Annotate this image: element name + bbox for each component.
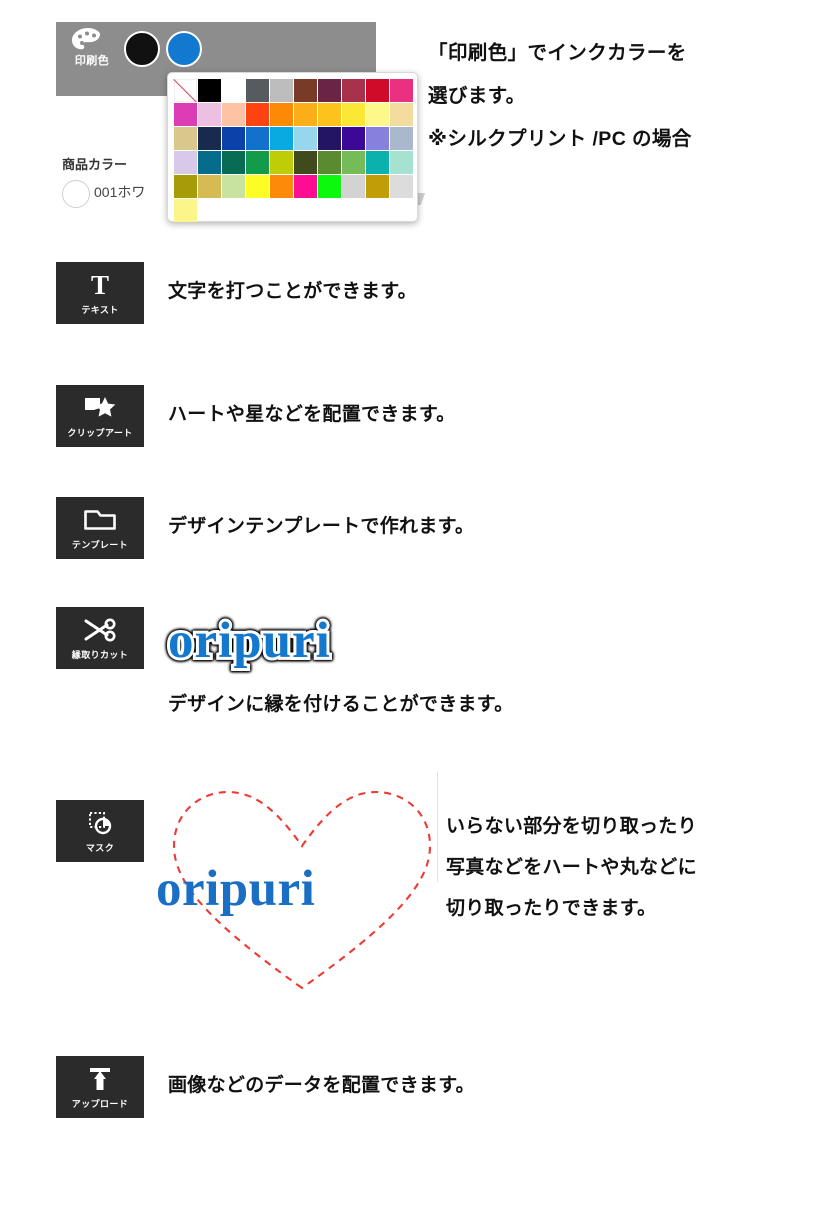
color-swatch-22[interactable] bbox=[221, 126, 245, 150]
intro-line-1: 「印刷色」でインクカラーを bbox=[428, 42, 687, 64]
mask-demo-illustration: oripuri bbox=[156, 772, 436, 1000]
template-tool-button[interactable]: テンプレート bbox=[56, 497, 144, 559]
outline-cut-tool-description: デザインに縁を付けることができます。 bbox=[168, 694, 514, 715]
clipart-tool-description: ハートや星などを配置できます。 bbox=[168, 404, 456, 425]
color-swatch-44[interactable] bbox=[269, 174, 293, 198]
text-t-icon: T bbox=[90, 269, 109, 300]
color-palette-popup[interactable] bbox=[167, 72, 426, 222]
color-swatch-25[interactable] bbox=[293, 126, 317, 150]
mask-description-line-3: 切り取ったりできます。 bbox=[446, 898, 657, 919]
color-swatch-28[interactable] bbox=[365, 126, 389, 150]
color-swatch-33[interactable] bbox=[245, 150, 269, 174]
product-color-label: 商品カラー bbox=[62, 157, 128, 172]
color-swatch-8[interactable] bbox=[365, 78, 389, 102]
clipart-tool-button[interactable]: クリップアート bbox=[56, 385, 144, 447]
oripuri-outline-logo: oripuri bbox=[165, 613, 333, 670]
color-swatch-38[interactable] bbox=[365, 150, 389, 174]
intro-line-3: ※シルクプリント /PC の場合 bbox=[428, 128, 692, 150]
color-swatch-11[interactable] bbox=[197, 102, 221, 126]
color-swatch-27[interactable] bbox=[341, 126, 365, 150]
color-swatch-5[interactable] bbox=[293, 78, 317, 102]
color-swatch-49[interactable] bbox=[389, 174, 413, 198]
color-swatch-3[interactable] bbox=[245, 78, 269, 102]
color-swatch-12[interactable] bbox=[221, 102, 245, 126]
oripuri-masked-logo: oripuri bbox=[156, 861, 316, 917]
color-swatch-26[interactable] bbox=[317, 126, 341, 150]
color-swatch-41[interactable] bbox=[197, 174, 221, 198]
mask-demo-divider bbox=[437, 772, 438, 882]
color-swatch-13[interactable] bbox=[245, 102, 269, 126]
text-tool-description: 文字を打つことができます。 bbox=[168, 281, 418, 302]
color-swatch-30[interactable] bbox=[173, 150, 197, 174]
color-swatch-36[interactable] bbox=[317, 150, 341, 174]
clipart-star-icon bbox=[83, 393, 117, 423]
product-color-section: 商品カラー 001ホワ bbox=[56, 96, 172, 222]
template-tool-label: テンプレート bbox=[71, 540, 129, 550]
color-swatch-23[interactable] bbox=[245, 126, 269, 150]
mask-description-line-2: 写真などをハートや丸などに bbox=[446, 857, 697, 878]
color-swatch-15[interactable] bbox=[293, 102, 317, 126]
color-swatch-29[interactable] bbox=[389, 126, 413, 150]
color-swatch-6[interactable] bbox=[317, 78, 341, 102]
color-swatch-43[interactable] bbox=[245, 174, 269, 198]
color-swatch-47[interactable] bbox=[341, 174, 365, 198]
dashed-heart-icon bbox=[172, 790, 432, 990]
mask-tool-button[interactable]: マスク bbox=[56, 800, 144, 862]
mask-description-line-1: いらない部分を切り取ったり bbox=[446, 816, 697, 837]
scissors-icon bbox=[83, 615, 117, 645]
color-swatch-none[interactable] bbox=[173, 78, 197, 102]
color-swatch-10[interactable] bbox=[173, 102, 197, 126]
color-swatch-42[interactable] bbox=[221, 174, 245, 198]
color-swatch-20[interactable] bbox=[173, 126, 197, 150]
blue-ink-swatch[interactable] bbox=[166, 31, 202, 67]
color-swatch-39[interactable] bbox=[389, 150, 413, 174]
color-swatch-18[interactable] bbox=[365, 102, 389, 126]
color-swatch-48[interactable] bbox=[365, 174, 389, 198]
color-swatch-34[interactable] bbox=[269, 150, 293, 174]
ink-color-toolbar bbox=[56, 22, 376, 74]
ink-color-toolbar-extension bbox=[56, 74, 172, 96]
outline-cut-tool-label: 縁取りカット bbox=[71, 650, 129, 660]
product-color-swatch[interactable] bbox=[62, 180, 90, 208]
intro-line-2: 選びます。 bbox=[428, 85, 526, 107]
text-tool-button[interactable]: T テキスト bbox=[56, 262, 144, 324]
upload-tool-description: 画像などのデータを配置できます。 bbox=[168, 1075, 475, 1096]
ink-color-label: 印刷色 bbox=[74, 55, 110, 67]
color-swatch-35[interactable] bbox=[293, 150, 317, 174]
color-swatch-9[interactable] bbox=[389, 78, 413, 102]
upload-tool-label: アップロード bbox=[71, 1099, 129, 1109]
template-tool-description: デザインテンプレートで作れます。 bbox=[168, 516, 475, 537]
color-swatch-4[interactable] bbox=[269, 78, 293, 102]
color-swatch-19[interactable] bbox=[389, 102, 413, 126]
color-swatch-24[interactable] bbox=[269, 126, 293, 150]
color-palette-grid[interactable] bbox=[173, 78, 413, 222]
color-swatch-45[interactable] bbox=[293, 174, 317, 198]
color-swatch-7[interactable] bbox=[341, 78, 365, 102]
mask-tool-label: マスク bbox=[85, 843, 115, 853]
palette-icon bbox=[68, 26, 108, 54]
clipart-tool-label: クリップアート bbox=[67, 428, 133, 438]
upload-arrow-icon bbox=[83, 1064, 117, 1094]
color-swatch-17[interactable] bbox=[341, 102, 365, 126]
color-swatch-16[interactable] bbox=[317, 102, 341, 126]
color-picker-panel: 印刷色 商品カラー 001ホワ bbox=[56, 22, 432, 222]
color-swatch-31[interactable] bbox=[197, 150, 221, 174]
mask-icon bbox=[83, 808, 117, 838]
text-tool-label: テキスト bbox=[81, 305, 119, 315]
color-swatch-14[interactable] bbox=[269, 102, 293, 126]
product-color-value: 001ホワ bbox=[94, 184, 146, 200]
color-swatch-50[interactable] bbox=[173, 198, 197, 222]
color-swatch-2[interactable] bbox=[221, 78, 245, 102]
outline-cut-tool-button[interactable]: 縁取りカット bbox=[56, 607, 144, 669]
intro-text-block: 「印刷色」でインクカラーを 選びます。 ※シルクプリント /PC の場合 bbox=[428, 32, 818, 161]
color-swatch-32[interactable] bbox=[221, 150, 245, 174]
color-swatch-37[interactable] bbox=[341, 150, 365, 174]
folder-icon bbox=[83, 505, 117, 535]
upload-tool-button[interactable]: アップロード bbox=[56, 1056, 144, 1118]
black-ink-swatch[interactable] bbox=[124, 31, 160, 67]
color-swatch-46[interactable] bbox=[317, 174, 341, 198]
color-swatch-1[interactable] bbox=[197, 78, 221, 102]
color-swatch-40[interactable] bbox=[173, 174, 197, 198]
color-swatch-21[interactable] bbox=[197, 126, 221, 150]
